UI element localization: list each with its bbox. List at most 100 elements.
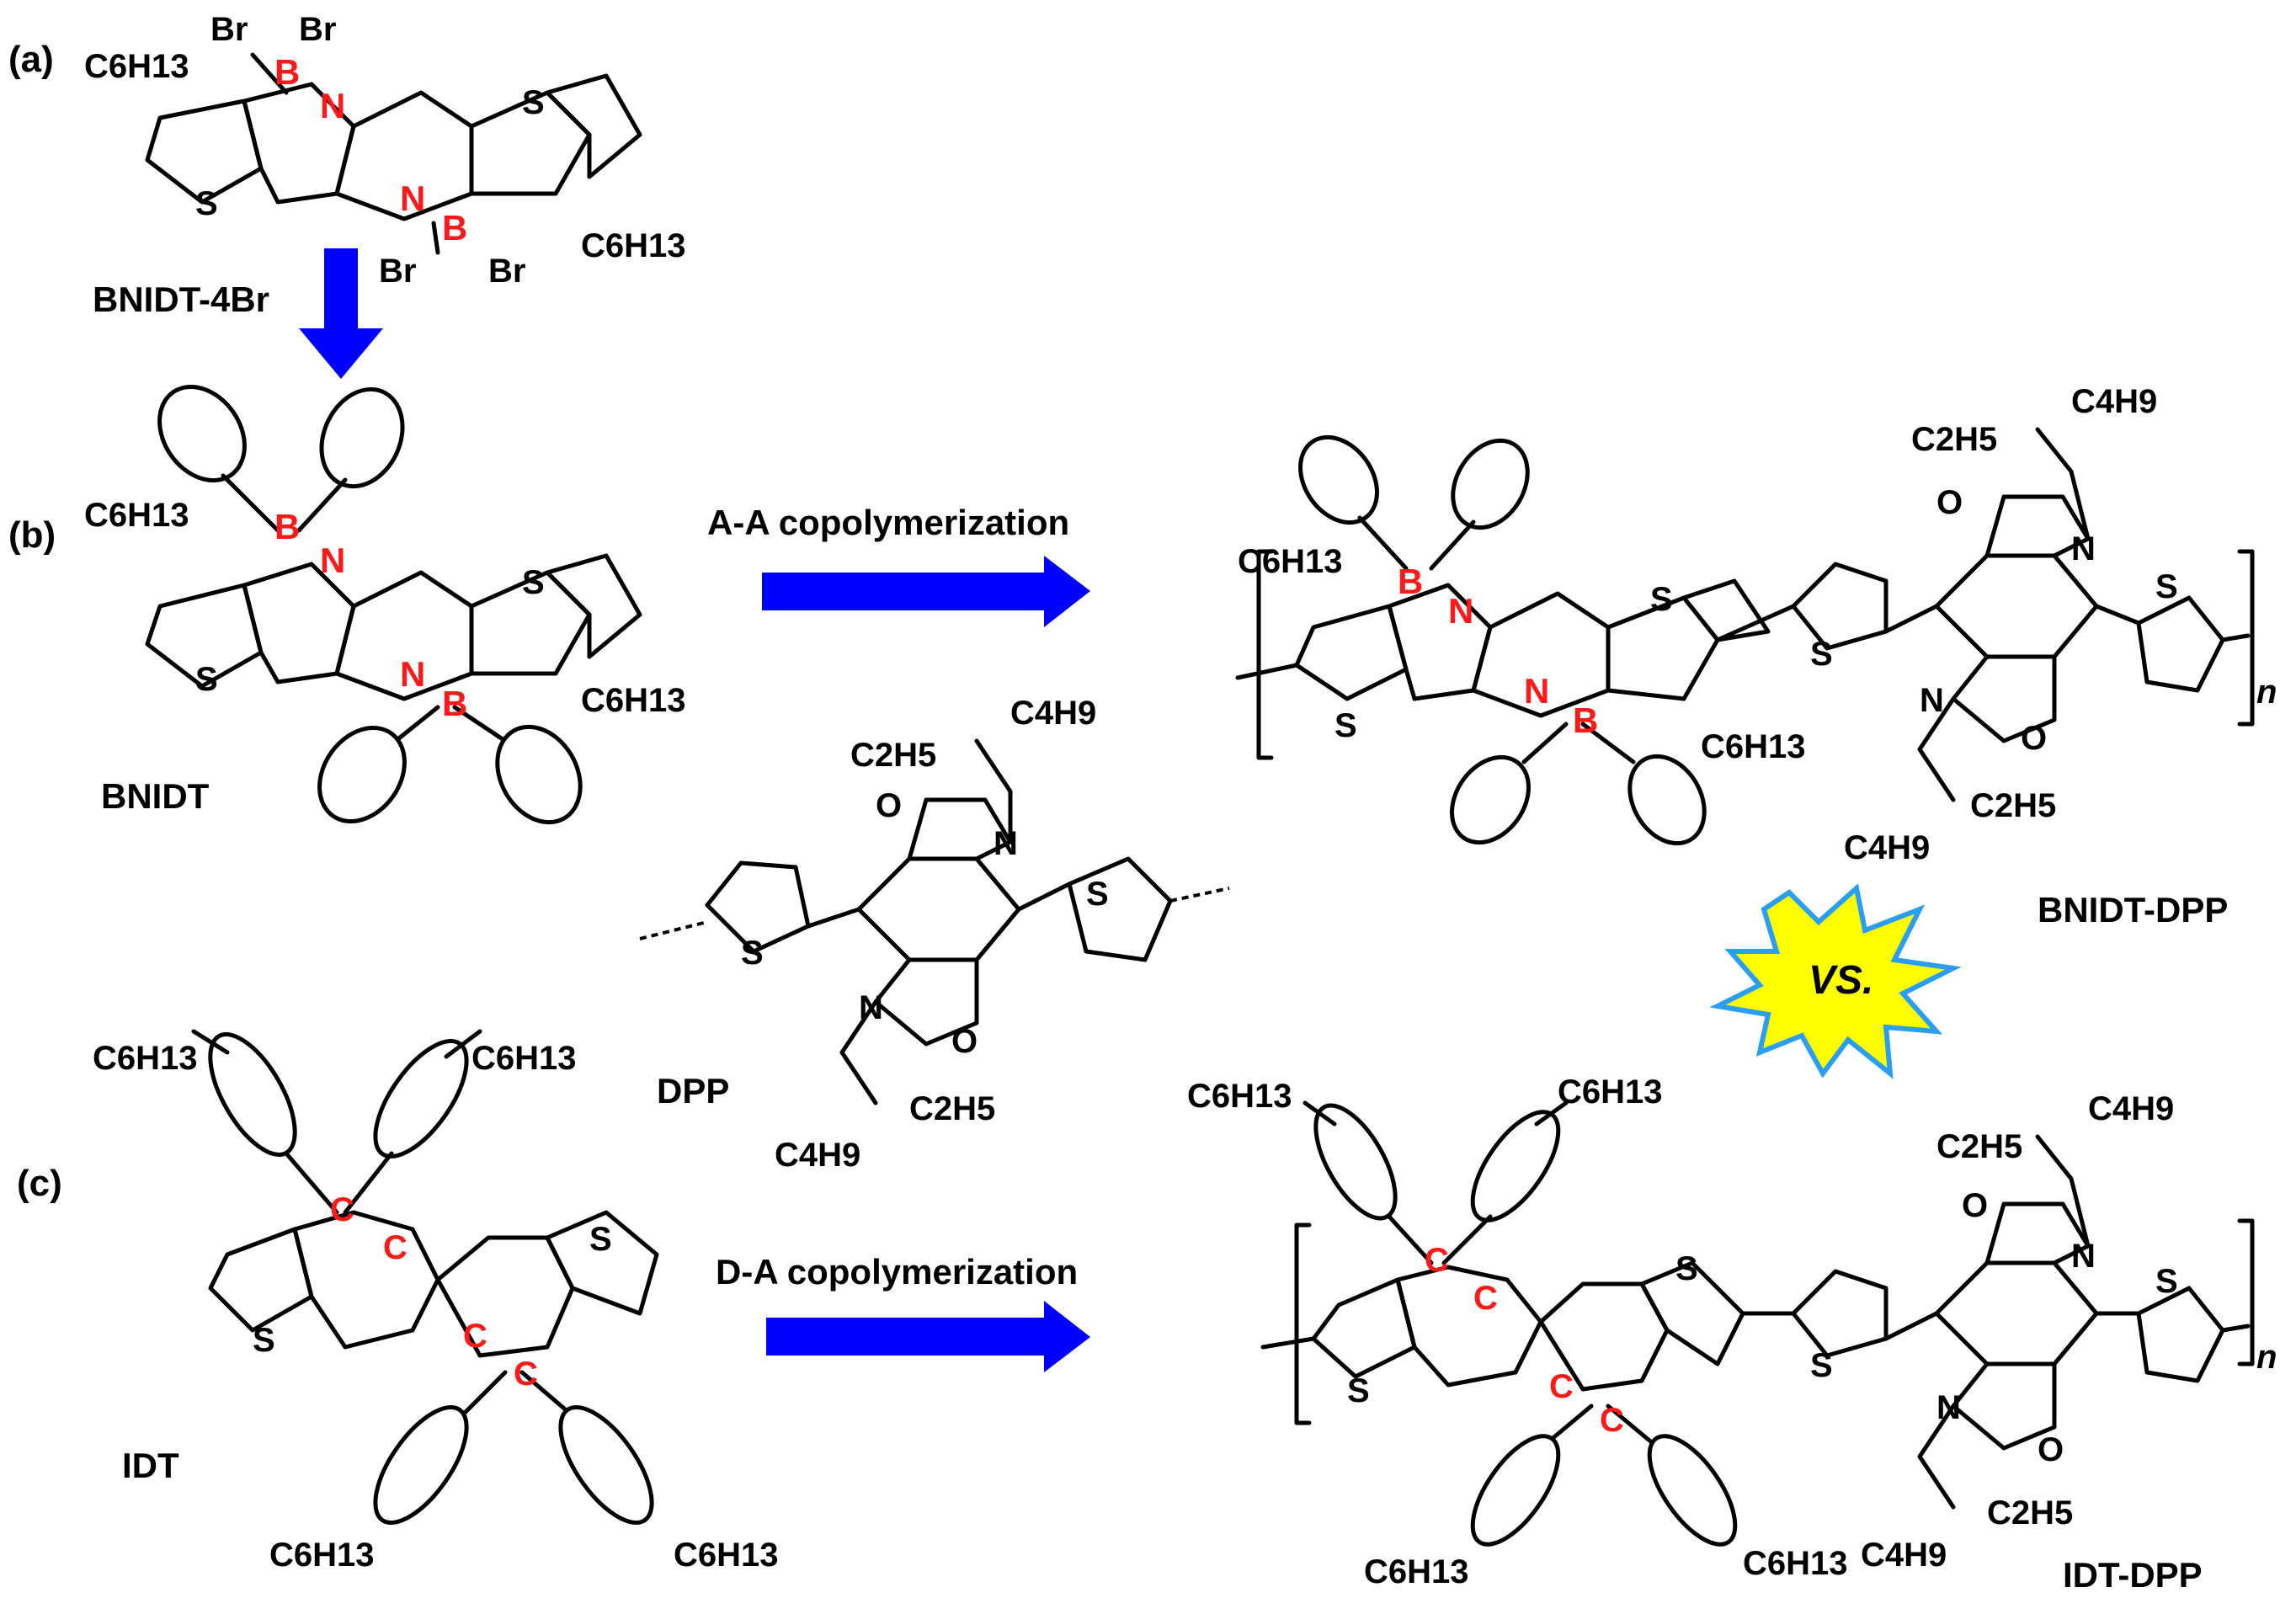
- bnidt-dpp-polymer-structure: C6H13 B N S S N B C6H13 S N N O O S C2H5…: [1235, 383, 2277, 866]
- bromine-label: Br: [299, 11, 336, 48]
- sulfur-atom: S: [1650, 581, 1673, 618]
- burst-icon: [1709, 883, 1962, 1079]
- carbon-atom: C: [1600, 1402, 1624, 1439]
- versus-label: VS.: [1809, 958, 1873, 1003]
- panel-label-c: (c): [17, 1163, 62, 1204]
- right-arrow-icon: [762, 556, 1090, 627]
- nitrogen-atom: N: [1920, 682, 1944, 719]
- bnidt-4br-structure: C6H13 Br Br B N S S N B Br Br C6H13: [84, 11, 686, 290]
- oxygen-atom: O: [2038, 1431, 2064, 1468]
- butyl-label: C4H9: [2071, 383, 2157, 420]
- hexyl-label: C6H13: [1701, 728, 1806, 765]
- hexyl-label: C6H13: [1364, 1553, 1469, 1590]
- ethyl-label: C2H5: [909, 1090, 995, 1127]
- panel-label-a: (a): [8, 39, 54, 80]
- boron-atom: B: [442, 684, 467, 723]
- compound-label-dpp: DPP: [657, 1071, 729, 1111]
- compound-label-bnidt-4br: BNIDT-4Br: [93, 280, 269, 319]
- sulfur-atom: S: [522, 564, 545, 601]
- nitrogen-atom: N: [320, 541, 345, 580]
- oxygen-atom: O: [876, 787, 902, 824]
- nitrogen-atom: N: [400, 654, 425, 694]
- down-arrow-icon: [299, 248, 383, 379]
- nitrogen-atom: N: [400, 178, 425, 218]
- nitrogen-atom: N: [2071, 1238, 2096, 1275]
- hexyl-label: C6H13: [93, 1040, 198, 1077]
- versus-burst: VS.: [1709, 883, 1962, 1079]
- oxygen-atom: O: [2021, 720, 2047, 757]
- sulfur-atom: S: [195, 185, 218, 222]
- sulfur-atom: S: [1334, 707, 1357, 744]
- hexyl-label: C6H13: [581, 227, 686, 264]
- oxygen-atom: O: [951, 1023, 978, 1060]
- ethyl-label: C2H5: [1987, 1494, 2073, 1531]
- ethyl-label: C2H5: [1911, 421, 1997, 458]
- hexyl-label: C6H13: [1558, 1073, 1663, 1111]
- ethyl-label: C2H5: [1970, 787, 2056, 824]
- bnidt-structure: C6H13 B N S S N B C6H13: [84, 384, 686, 825]
- hexyl-label: C6H13: [1187, 1078, 1292, 1115]
- butyl-label: C4H9: [2088, 1090, 2174, 1127]
- oxygen-atom: O: [1962, 1187, 1988, 1224]
- boron-atom: B: [1573, 700, 1598, 740]
- hexyl-label: C6H13: [581, 682, 686, 719]
- carbon-atom: C: [1425, 1242, 1449, 1279]
- ethyl-label: C2H5: [1936, 1128, 2022, 1165]
- carbon-atom: C: [1549, 1368, 1574, 1405]
- nitrogen-atom: N: [994, 825, 1018, 862]
- nitrogen-atom: N: [1524, 671, 1549, 711]
- carbon-atom: C: [1473, 1280, 1498, 1317]
- panel-label-b: (b): [8, 514, 56, 556]
- carbon-atom: C: [463, 1318, 487, 1355]
- sulfur-atom: S: [741, 935, 764, 972]
- nitrogen-atom: N: [1936, 1389, 1961, 1426]
- boron-atom: B: [274, 52, 300, 92]
- boron-atom: B: [442, 208, 467, 248]
- butyl-label: C4H9: [1861, 1537, 1947, 1574]
- bromine-label: Br: [488, 253, 525, 290]
- carbon-atom: C: [330, 1191, 354, 1228]
- hexyl-label: C6H13: [471, 1040, 577, 1077]
- compound-label-idt: IDT: [122, 1446, 179, 1485]
- hexyl-label: C6H13: [1238, 543, 1343, 580]
- nitrogen-atom: N: [1448, 591, 1473, 631]
- butyl-label: C4H9: [775, 1137, 860, 1174]
- hexyl-label: C6H13: [84, 48, 189, 85]
- dpp-structure: S S N N O O C2H5 C4H9 C2H5 C4H9: [639, 695, 1230, 1174]
- repeat-unit-label: n: [2256, 674, 2277, 711]
- reaction-label-aa: A-A copolymerization: [707, 503, 1069, 542]
- sulfur-atom: S: [2155, 1263, 2178, 1300]
- sulfur-atom: S: [1086, 876, 1109, 913]
- compound-label-idt-dpp: IDT-DPP: [2063, 1555, 2203, 1595]
- carbon-atom: C: [514, 1356, 538, 1393]
- sulfur-atom: S: [1810, 1347, 1833, 1384]
- boron-atom: B: [1398, 562, 1423, 601]
- sulfur-atom: S: [2155, 568, 2178, 605]
- nitrogen-atom: N: [320, 86, 345, 125]
- nitrogen-atom: N: [859, 989, 883, 1026]
- sulfur-atom: S: [1347, 1372, 1370, 1409]
- compound-label-bnidt: BNIDT: [101, 776, 210, 816]
- repeat-unit-label: n: [2256, 1339, 2277, 1376]
- right-arrow-icon: [766, 1301, 1090, 1372]
- butyl-label: C4H9: [1844, 829, 1930, 866]
- sulfur-atom: S: [1675, 1250, 1698, 1287]
- butyl-label: C4H9: [1010, 695, 1096, 732]
- bromine-label: Br: [210, 11, 248, 48]
- sulfur-atom: S: [522, 84, 545, 121]
- hexyl-label: C6H13: [674, 1537, 779, 1574]
- hexyl-label: C6H13: [1743, 1545, 1848, 1582]
- oxygen-atom: O: [1936, 484, 1963, 521]
- compound-label-bnidt-dpp: BNIDT-DPP: [2038, 890, 2228, 930]
- nitrogen-atom: N: [2071, 530, 2096, 567]
- carbon-atom: C: [383, 1229, 408, 1266]
- reaction-label-da: D-A copolymerization: [716, 1252, 1078, 1292]
- boron-atom: B: [274, 507, 300, 546]
- sulfur-atom: S: [589, 1221, 612, 1258]
- sulfur-atom: S: [195, 661, 218, 698]
- hexyl-label: C6H13: [84, 497, 189, 534]
- sulfur-atom: S: [1810, 636, 1833, 673]
- idt-dpp-polymer-structure: C6H13 C6H13 C C C C S S S N N O O S C2H5…: [1187, 1073, 2277, 1590]
- bromine-label: Br: [379, 253, 416, 290]
